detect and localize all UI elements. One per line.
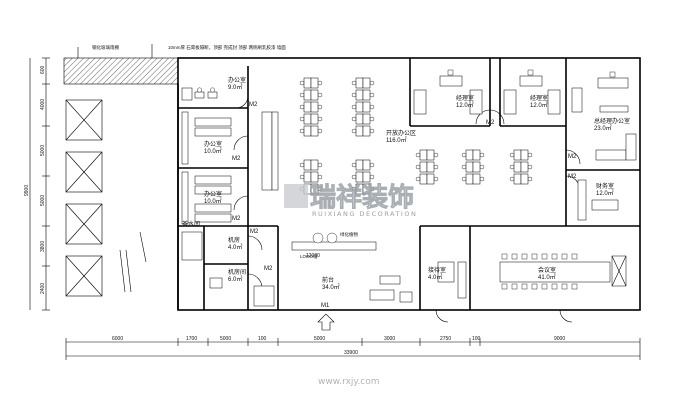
door-label-m2: M2 bbox=[250, 229, 259, 235]
door-label-m2: M2 bbox=[568, 174, 577, 180]
plant-label: 绿化植物 bbox=[340, 231, 358, 238]
door-label-m2: M2 bbox=[264, 266, 273, 272]
interior-walls bbox=[178, 58, 640, 310]
note-canopy: 钢化玻璃雨棚 bbox=[92, 44, 119, 51]
dim-bottom-9: 9000 bbox=[554, 336, 565, 342]
dim-left-4: 5000 bbox=[40, 195, 46, 206]
annotation-notes: 钢化玻璃雨棚 10mm厚 石膏板隔断，顶部 完成封 顶部 两侧刷乳胶漆 墙面 bbox=[77, 44, 286, 58]
dim-bottom-total: 33900 bbox=[344, 350, 358, 356]
dim-bottom-2: 1700 bbox=[186, 336, 197, 342]
room-name-server: 机房 bbox=[228, 236, 240, 244]
dim-bottom-7: 2750 bbox=[440, 336, 451, 342]
dim-bottom-4: 100 bbox=[258, 336, 267, 342]
room-name-gm: 总经理办公室 bbox=[594, 117, 630, 125]
watermark-url: www.rxjy.com bbox=[318, 377, 380, 387]
watermark-logo-icon bbox=[284, 184, 308, 208]
door-label-m2: M2 bbox=[232, 216, 241, 222]
room-name-finance: 财务室 bbox=[596, 182, 614, 190]
door-label-m1: M1 bbox=[321, 303, 330, 309]
dim-bottom-6: 3000 bbox=[384, 336, 395, 342]
room-name-storage: 机房间 bbox=[228, 268, 246, 276]
dim-left-total: 9900 bbox=[24, 185, 30, 196]
door-label-m2: M2 bbox=[249, 102, 258, 108]
furniture-public bbox=[181, 231, 627, 307]
parking-spaces bbox=[65, 99, 147, 297]
room-name-manager2: 经理室 bbox=[530, 94, 548, 102]
room-name-open-office: 开放办公区 bbox=[386, 129, 416, 137]
door-labels: M2 M2 M2 M2 M2 M2 M2 M2 M1 bbox=[232, 102, 577, 309]
outer-walls bbox=[177, 57, 641, 311]
room-name-office3: 办公室 bbox=[204, 190, 222, 198]
dim-left-5: 3800 bbox=[40, 241, 46, 252]
dim-bottom-3: 5000 bbox=[220, 336, 231, 342]
dim-bottom-1: 6000 bbox=[112, 336, 123, 342]
logo-wall-label: LOGO墙 bbox=[300, 253, 318, 260]
dim-left-6: 2400 bbox=[40, 283, 46, 294]
door-label-m2: M2 bbox=[232, 156, 241, 162]
glass-canopy bbox=[63, 57, 179, 85]
room-name-lounge: 接待室 bbox=[428, 266, 446, 274]
room-area-meeting: 41.0㎡ bbox=[538, 273, 556, 281]
dim-left-1: 600 bbox=[40, 65, 46, 74]
room-area-office3: 10.0㎡ bbox=[204, 197, 222, 205]
room-name-office2: 办公室 bbox=[204, 140, 222, 148]
room-area-gm: 23.0㎡ bbox=[594, 124, 612, 132]
watermark-brand: 瑞祥装饰 bbox=[310, 183, 414, 213]
dim-left-3: 5000 bbox=[40, 145, 46, 156]
room-name-tea: 茶水间 bbox=[182, 220, 200, 228]
room-area-finance: 12.0㎡ bbox=[596, 189, 614, 197]
door-label-m2: M2 bbox=[568, 154, 577, 160]
room-area-manager1: 12.0㎡ bbox=[456, 101, 474, 109]
furniture-open-office bbox=[261, 77, 533, 195]
room-name-reception: 前台 bbox=[322, 276, 334, 284]
room-area-manager2: 12.0㎡ bbox=[530, 101, 548, 109]
room-area-office2: 10.0㎡ bbox=[204, 147, 222, 155]
dim-left-2: 4000 bbox=[40, 99, 46, 110]
dim-corridor: 12000 bbox=[306, 253, 320, 259]
dim-bottom-5: 5000 bbox=[314, 336, 325, 342]
room-name-meeting: 会议室 bbox=[538, 266, 556, 274]
dim-bottom-8: 100 bbox=[472, 336, 481, 342]
door-label-m2: M2 bbox=[486, 120, 495, 126]
watermark-en: RUIXIANG DECORATION bbox=[312, 210, 417, 218]
room-labels: 办公室 9.0㎡ 办公室 10.0㎡ 办公室 10.0㎡ 开放办公区 116.0… bbox=[182, 76, 630, 291]
dimension-lines-bottom: 6000 1700 5000 100 5000 3000 2750 100 90… bbox=[65, 336, 641, 360]
room-area-storage: 6.0㎡ bbox=[228, 275, 242, 283]
note-partition: 10mm厚 石膏板隔断，顶部 完成封 顶部 两侧刷乳胶漆 墙面 bbox=[168, 44, 286, 51]
room-area-lounge: 4.0㎡ bbox=[428, 273, 442, 281]
room-area-server: 4.0㎡ bbox=[228, 243, 242, 251]
room-area-office1: 9.0㎡ bbox=[228, 83, 242, 91]
entrance-arrow-icon bbox=[317, 313, 335, 331]
room-name-manager1: 经理室 bbox=[456, 94, 474, 102]
room-area-reception: 34.0㎡ bbox=[322, 283, 340, 291]
doors bbox=[233, 95, 581, 323]
furniture-executive bbox=[413, 69, 637, 221]
dimension-lines-left: 600 4000 5000 5000 3800 2400 9900 12000 bbox=[24, 57, 320, 311]
room-name-office1: 办公室 bbox=[228, 76, 246, 84]
furniture-left-offices bbox=[181, 87, 232, 225]
watermark: 瑞祥装饰 RUIXIANG DECORATION www.rxjy.com bbox=[284, 183, 417, 387]
room-area-open-office: 116.0㎡ bbox=[386, 136, 407, 144]
